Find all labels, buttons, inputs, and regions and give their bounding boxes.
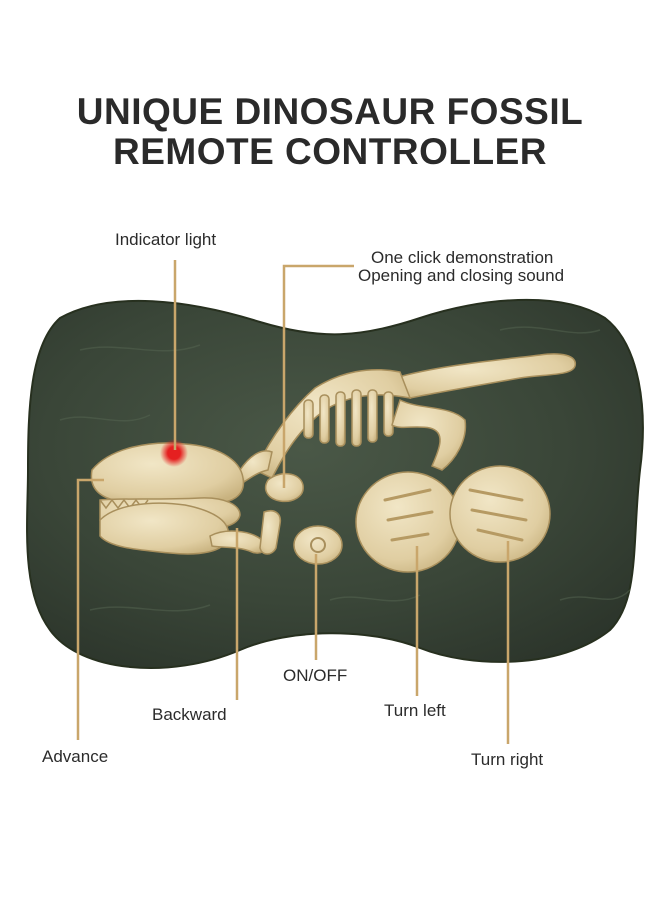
label-on-off: ON/OFF — [283, 666, 348, 685]
turn-left-button[interactable] — [355, 471, 461, 573]
indicator-light-core — [168, 447, 180, 459]
stone-base — [26, 298, 644, 670]
dinosaur-skeleton — [239, 353, 576, 484]
label-demo-line-1: One click demonstration — [371, 248, 554, 267]
title-line-2: REMOTE CONTROLLER — [113, 131, 547, 172]
label-advance: Advance — [42, 747, 109, 766]
power-icon — [310, 537, 326, 553]
label-backward: Backward — [152, 705, 227, 724]
on-off-button[interactable] — [293, 525, 343, 565]
page-title: UNIQUE DINOSAUR FOSSIL REMOTE CONTROLLER — [0, 92, 660, 172]
label-turn-right: Turn right — [471, 750, 544, 769]
label-turn-left: Turn left — [384, 701, 446, 720]
label-demo-line-2: Opening and closing sound — [358, 266, 565, 285]
label-indicator-light: Indicator light — [115, 230, 217, 249]
leader-lines — [76, 260, 510, 744]
turn-right-button[interactable] — [449, 465, 551, 563]
stone-texture — [59, 326, 631, 612]
title-line-1: UNIQUE DINOSAUR FOSSIL — [76, 91, 584, 132]
